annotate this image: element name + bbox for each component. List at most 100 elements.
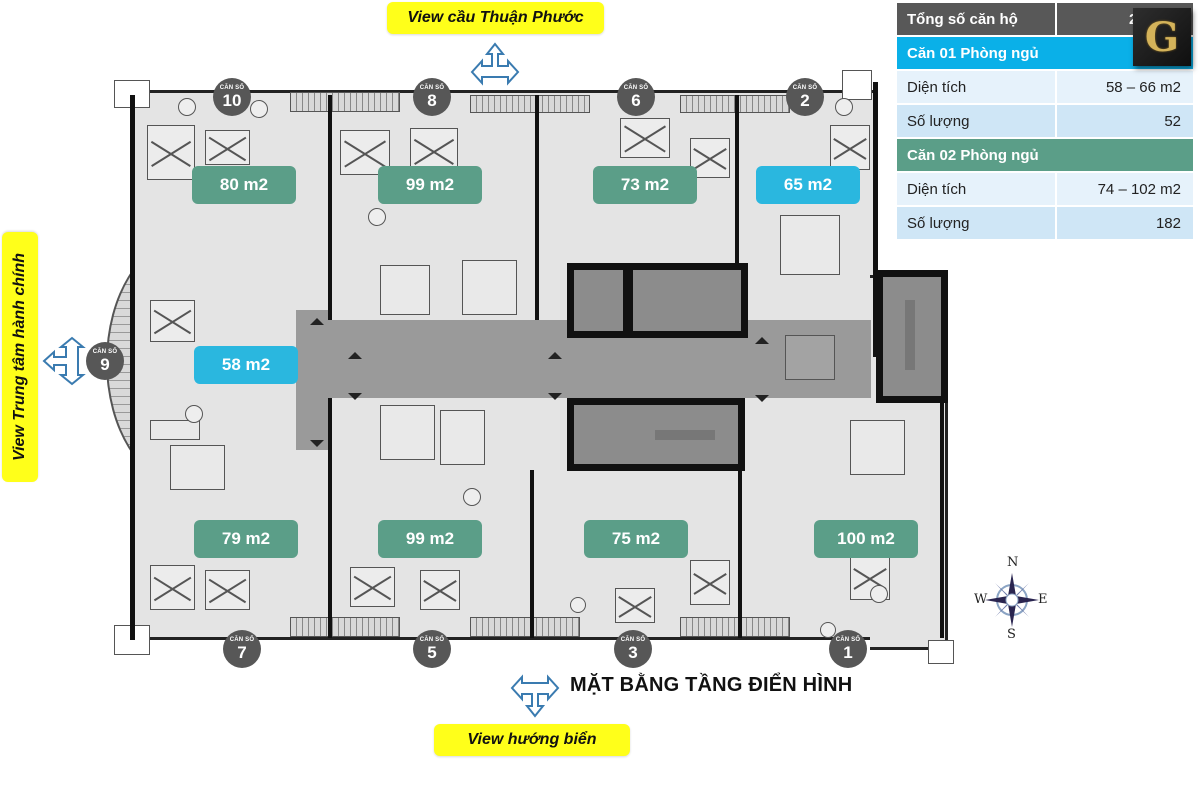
balcony [290, 617, 400, 637]
corner-pillar [114, 80, 150, 108]
unit-number-5: CĂN SỐ 5 [413, 630, 451, 668]
unit-number-value: 9 [100, 355, 110, 374]
bathroom [462, 260, 517, 315]
plan-title: MẶT BẰNG TẦNG ĐIỂN HÌNH [570, 674, 853, 696]
compass-east: E [1038, 592, 1048, 607]
wall [738, 402, 742, 638]
bed [690, 560, 730, 605]
corner-pillar [928, 640, 954, 664]
bed [150, 565, 195, 610]
view-label-top: View cầu Thuận Phước [387, 2, 604, 34]
unit-number-7: CĂN SỐ 7 [223, 630, 261, 668]
bathroom [170, 445, 225, 490]
bathroom [440, 410, 485, 465]
unit-prefix: CĂN SỐ [419, 637, 445, 643]
elevator-core [567, 263, 630, 338]
two-bedroom-title: Căn 02 Phòng ngủ [907, 146, 1039, 164]
area-badge-unit-6: 73 m2 [593, 166, 697, 204]
count-value: 182 [1057, 207, 1193, 239]
view-label-left: View Trung tâm hành chính [2, 232, 38, 482]
chair [835, 98, 853, 116]
wall [735, 95, 739, 270]
stair [905, 300, 915, 370]
unit-number-9: CĂN SỐ 9 [86, 342, 124, 380]
balcony [470, 95, 590, 113]
unit-number-value: 5 [427, 643, 437, 662]
one-bedroom-area-row: Diện tích 58 – 66 m2 [897, 71, 1193, 103]
total-label: Tổng số căn hộ [897, 3, 1055, 35]
wall [940, 402, 944, 638]
area-badge-unit-3: 75 m2 [584, 520, 688, 558]
bed [150, 300, 195, 342]
area-badge-unit-8: 99 m2 [378, 166, 482, 204]
direction-arrow-top-icon [470, 42, 520, 86]
two-bedroom-header: Căn 02 Phòng ngủ [897, 139, 1193, 171]
compass-south: S [1007, 627, 1016, 642]
chair [250, 100, 268, 118]
unit-number-value: 7 [237, 643, 247, 662]
bathroom [850, 420, 905, 475]
unit-prefix: CĂN SỐ [835, 637, 861, 643]
unit-prefix: CĂN SỐ [623, 85, 649, 91]
unit-number-1: CĂN SỐ 1 [829, 630, 867, 668]
unit-prefix: CĂN SỐ [419, 85, 445, 91]
count-label: Số lượng [897, 105, 1055, 137]
one-bedroom-title: Căn 01 Phòng ngủ [907, 44, 1039, 62]
area-badge-unit-1: 100 m2 [814, 520, 918, 558]
area-label: Diện tích [897, 173, 1055, 205]
bed [420, 570, 460, 610]
unit-number-value: 6 [631, 91, 641, 110]
unit-number-10: CĂN SỐ 10 [213, 78, 251, 116]
area-value: 58 – 66 m2 [1057, 71, 1193, 103]
wall [328, 95, 332, 320]
bathroom [780, 215, 840, 275]
wall [535, 95, 539, 320]
chair [178, 98, 196, 116]
direction-arrow-left-icon [42, 336, 86, 386]
chair [870, 585, 888, 603]
sofa [150, 420, 200, 440]
chair [368, 208, 386, 226]
exit-arrow-icon [548, 352, 562, 359]
exit-arrow-icon [755, 337, 769, 344]
brand-logo: G [1133, 8, 1191, 66]
unit-prefix: CĂN SỐ [620, 637, 646, 643]
one-bedroom-count-row: Số lượng 52 [897, 105, 1193, 137]
bed [350, 567, 395, 607]
count-value: 52 [1057, 105, 1193, 137]
unit-number-3: CĂN SỐ 3 [614, 630, 652, 668]
unit-number-2: CĂN SỐ 2 [786, 78, 824, 116]
compass-star-icon [985, 573, 1039, 627]
stair [655, 430, 715, 440]
balcony [680, 617, 790, 637]
unit-number-6: CĂN SỐ 6 [617, 78, 655, 116]
wall [530, 470, 534, 638]
bed [615, 588, 655, 623]
corner-pillar [842, 70, 872, 100]
two-bedroom-count-row: Số lượng 182 [897, 207, 1193, 239]
exit-arrow-icon [348, 393, 362, 400]
area-badge-unit-7: 79 m2 [194, 520, 298, 558]
unit-prefix: CĂN SỐ [792, 85, 818, 91]
count-label: Số lượng [897, 207, 1055, 239]
corridor-west [296, 310, 332, 450]
chair [185, 405, 203, 423]
chair [570, 597, 586, 613]
unit-number-value: 2 [800, 91, 810, 110]
bed [205, 570, 250, 610]
unit-summary-table: Tổng số căn hộ 23 Căn 01 Phòng ngủ Diện … [897, 3, 1193, 241]
bathroom [380, 265, 430, 315]
compass-west: W [974, 592, 988, 607]
area-badge-unit-2: 65 m2 [756, 166, 860, 204]
unit-prefix: CĂN SỐ [229, 637, 255, 643]
chair [463, 488, 481, 506]
two-bedroom-area-row: Diện tích 74 – 102 m2 [897, 173, 1193, 205]
balcony [290, 92, 400, 112]
area-badge-unit-10: 80 m2 [192, 166, 296, 204]
unit-prefix: CĂN SỐ [92, 349, 118, 355]
unit-prefix: CĂN SỐ [219, 85, 245, 91]
bathroom [380, 405, 435, 460]
elevator-core [626, 263, 748, 338]
wall [873, 82, 878, 357]
area-badge-unit-9: 58 m2 [194, 346, 298, 384]
